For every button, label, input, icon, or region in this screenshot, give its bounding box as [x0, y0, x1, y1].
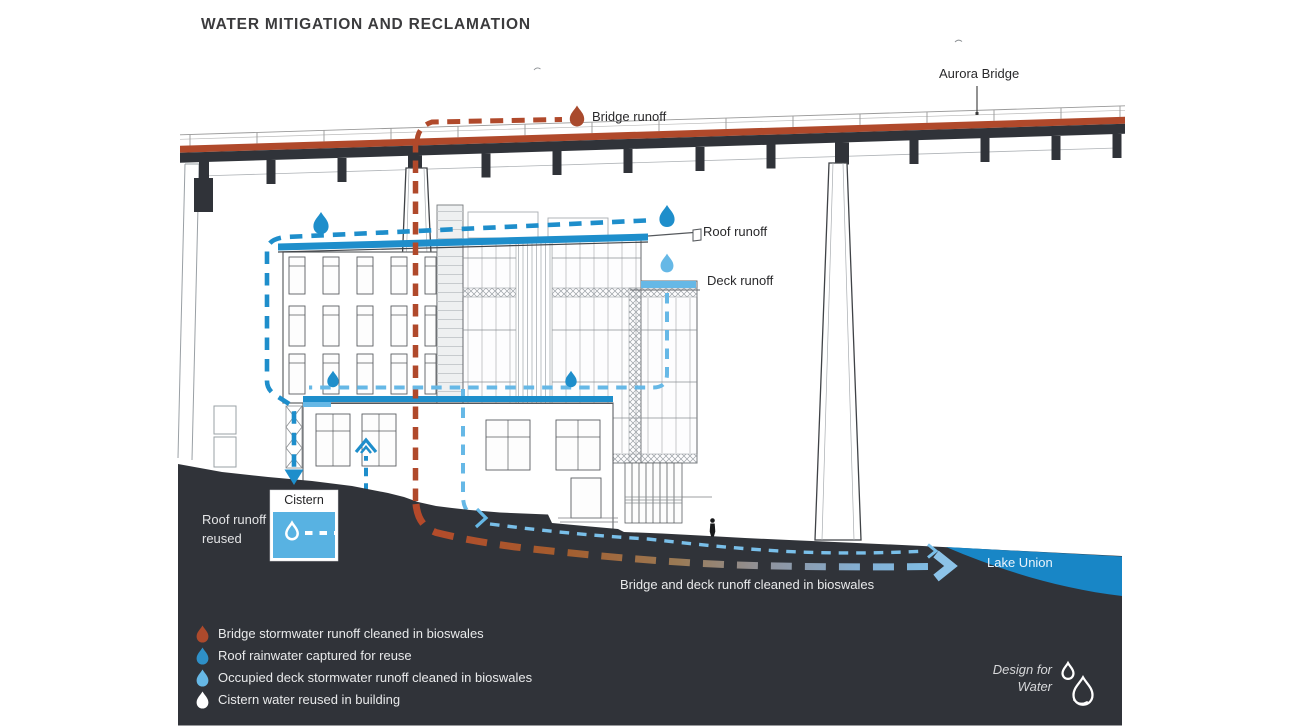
reuse-up-arrow-icon — [354, 437, 378, 454]
roof-blue-bar — [278, 233, 648, 251]
bridge-guardrail — [179, 105, 1126, 136]
bridge-guardrail-lower — [179, 109, 1126, 140]
legend-label: Roof rainwater captured for reuse — [218, 648, 412, 663]
roof-plane — [277, 228, 702, 253]
legend-item-deck: Occupied deck stormwater runoff cleaned … — [196, 668, 533, 687]
deck-blue-bar — [641, 281, 696, 288]
window-transoms — [289, 265, 436, 364]
cistern-label: Cistern — [284, 493, 324, 507]
flow-deck-runoff — [309, 293, 669, 390]
bridge-runoff-drop-icon — [569, 105, 585, 127]
logo-line2: Water — [1017, 679, 1052, 695]
stray-mark — [954, 39, 963, 43]
stray-mark — [533, 67, 541, 71]
person-silhouette — [709, 518, 716, 537]
deck-runoff-label: Deck runoff — [707, 273, 774, 288]
flow-plaza-vertical — [461, 389, 475, 519]
legend-drop-icon — [196, 668, 209, 687]
deck-ground-arrow-icon — [927, 543, 939, 559]
flow-bioswale-gradient — [412, 503, 931, 571]
bridge-deck-band — [180, 123, 1125, 163]
design-for-water-label: Design for Water — [958, 661, 1052, 695]
lake-union-water — [946, 547, 1122, 596]
roof-runoff-reused-label: Roof runoff reused — [202, 512, 267, 546]
terrain-ground — [178, 464, 1122, 726]
legend-item-cistern: Cistern water reused in building — [196, 690, 532, 709]
deck-drop-icon — [660, 253, 674, 273]
aurora-bridge-label: Aurora Bridge — [939, 66, 1020, 81]
legend: Bridge stormwater runoff cleaned in bios… — [196, 624, 533, 713]
masonry-building — [282, 251, 438, 469]
bioswale-arrow-icon — [933, 550, 958, 582]
design-for-water-logo-icon — [1061, 661, 1094, 706]
legend-drop-icon — [196, 624, 209, 643]
page-title: WATER MITIGATION AND RECLAMATION — [201, 16, 531, 33]
entrance-door — [570, 477, 602, 519]
plaza-arrow-icon — [474, 507, 489, 529]
legend-drop-icon — [196, 690, 209, 709]
legend-label: Occupied deck stormwater runoff cleaned … — [218, 670, 533, 685]
bridge-guardrail-posts — [189, 106, 1121, 146]
legend-label: Cistern water reused in building — [218, 692, 401, 707]
cistern-inflow-arrow-icon — [284, 469, 304, 485]
bridge-substructure-line — [199, 147, 1118, 177]
roof-overhang — [647, 231, 701, 237]
bridge-runoff-label: Bridge runoff — [592, 109, 667, 124]
mid-level-light-tab — [303, 402, 331, 407]
wing-entrance — [624, 462, 712, 524]
bioswales-caption: Bridge and deck runoff cleaned in bioswa… — [620, 577, 875, 592]
logo-line1: Design for — [992, 662, 1052, 677]
legend-item-roof: Roof rainwater captured for reuse — [196, 646, 532, 665]
bridge-pier-2 — [814, 162, 862, 541]
flow-roof-runoff — [264, 218, 647, 467]
legend-item-bridge: Bridge stormwater runoff cleaned in bios… — [196, 624, 532, 643]
legend-drop-icon — [196, 646, 209, 665]
legend-label: Bridge stormwater runoff cleaned in bios… — [218, 626, 484, 641]
aurora-leader-line — [975, 86, 979, 115]
flow-bridge-runoff-top — [414, 117, 563, 144]
lake-union-label: Lake Union — [987, 555, 1053, 570]
cistern-box — [269, 489, 339, 562]
roof-fascia — [692, 228, 702, 242]
roof-drop-right-icon — [659, 205, 675, 227]
roof-drop-left-icon — [313, 212, 329, 234]
roof-slab-line — [277, 241, 649, 253]
entrance-steps — [558, 517, 618, 523]
mid-level-blue-bar — [303, 396, 613, 402]
spandrel-hatch-upper — [462, 287, 698, 298]
spandrel-hatch-column — [628, 287, 642, 464]
roof-runoff-label: Roof runoff — [703, 224, 768, 239]
